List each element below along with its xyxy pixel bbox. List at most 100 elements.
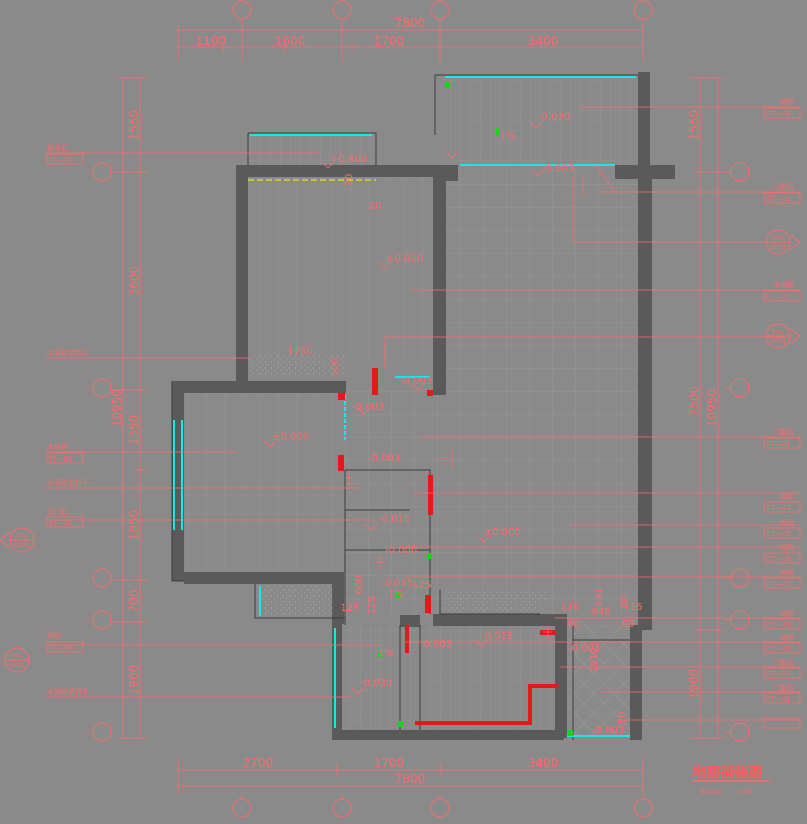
axis-bubbles bbox=[92, 0, 750, 818]
inner-dim: 1750 bbox=[287, 346, 312, 357]
axis-bubble bbox=[92, 610, 112, 630]
elevation-label: -0.003 bbox=[568, 643, 600, 654]
elevation-labels: -0.030 +0.400 -0.003 ±0.000 -0.003 -0.00… bbox=[272, 112, 624, 736]
annotation-lines bbox=[45, 20, 800, 800]
wall-bedroom1-right bbox=[433, 165, 446, 395]
inner-dim: 116 bbox=[560, 602, 579, 613]
tag-name: 地砖 bbox=[47, 631, 61, 640]
wall-bedroom1-bottom bbox=[236, 381, 346, 393]
tag-code: ST—01 bbox=[49, 519, 74, 527]
elevation-label: ±0.000 bbox=[386, 253, 423, 264]
wall-service-right bbox=[630, 625, 642, 740]
axis-bubble bbox=[332, 0, 352, 20]
inner-dim: 1910 bbox=[589, 647, 600, 672]
elevation-label: -0.030 bbox=[538, 112, 570, 123]
top-dim-segment: 1700 bbox=[374, 34, 405, 48]
elevation-label: +0.400 bbox=[330, 154, 367, 165]
tag-code: CT—01 bbox=[766, 645, 791, 653]
elevation-label: -0.015 bbox=[381, 578, 413, 589]
inner-dim: 125 bbox=[367, 595, 378, 614]
slope-label: 1% bbox=[500, 131, 516, 142]
floor-fills bbox=[185, 80, 638, 735]
view-bubble-top: F02 bbox=[16, 533, 27, 540]
left-dim-segment: 1350 bbox=[127, 415, 141, 446]
inner-dim: 125 bbox=[412, 580, 431, 591]
door-jamb bbox=[425, 595, 431, 613]
elevation-label: ±0.000 bbox=[484, 527, 521, 538]
inner-dim: 60 bbox=[619, 596, 630, 609]
top-dimensions: 7800 1100 1600 1700 3400 bbox=[196, 16, 559, 48]
tag-name: 地砖 bbox=[780, 633, 794, 642]
left-dim-segment: 3600 bbox=[127, 266, 141, 297]
inner-dim: 500 bbox=[330, 357, 341, 376]
axis-bubble bbox=[92, 378, 112, 398]
axis-bubble bbox=[730, 378, 750, 398]
right-dim-segment: 1550 bbox=[687, 110, 701, 141]
right-dim-segment: 7500 bbox=[687, 386, 701, 417]
elevation-label: -0.003 bbox=[592, 725, 624, 736]
elevation-marks bbox=[263, 121, 545, 695]
view-bubble-top: F01 bbox=[11, 653, 22, 660]
view-bubble-bottom: OF03 bbox=[770, 244, 786, 251]
view-bubble-bottom: OF04 bbox=[770, 338, 786, 345]
slope-label: 1% bbox=[378, 648, 394, 659]
cement-strip-2 bbox=[258, 585, 333, 615]
tag-name: 水泥砂浆找平 bbox=[47, 687, 89, 696]
wall-top-balcony-right bbox=[638, 72, 650, 167]
axis-bubble bbox=[232, 798, 252, 818]
bottom-dimensions: 2700 1700 3400 7800 bbox=[243, 756, 559, 786]
inner-dim: 141 bbox=[594, 587, 605, 606]
view-bubble-top: F03 bbox=[772, 235, 783, 242]
elevation-label: -0.003 bbox=[352, 402, 384, 413]
right-dim-total: 10950 bbox=[705, 389, 719, 427]
axis-bubble bbox=[232, 0, 252, 20]
left-dimensions: 1550 3600 1350 1850 700 1900 10950 bbox=[110, 110, 141, 696]
top-dim-segment: 1100 bbox=[196, 34, 227, 48]
left-material-tags: 窗台石 ST—02 水泥砂浆找平 木地板 FL—01 水泥砂浆找平 过门石 ST… bbox=[47, 143, 89, 696]
wall-bath-top bbox=[433, 614, 558, 626]
drawing-title: 地面铺装图 bbox=[692, 764, 762, 781]
inner-dim: 50 bbox=[617, 712, 628, 725]
walls bbox=[172, 72, 675, 740]
bottom-dim-total: 7800 bbox=[395, 772, 426, 786]
cement-strip-1 bbox=[248, 355, 348, 375]
axis-bubble bbox=[730, 722, 750, 742]
tag-code: CT—04 bbox=[766, 504, 792, 512]
tag-name: 地砖 bbox=[780, 543, 794, 552]
view-bubble-top: F04 bbox=[772, 329, 783, 336]
slope-labels: 1% 1% 1% bbox=[378, 131, 516, 659]
door-jamb bbox=[338, 455, 344, 471]
cement-strip-3 bbox=[445, 590, 545, 615]
door-jamb bbox=[427, 390, 433, 396]
tag-code: ST—01 bbox=[766, 195, 791, 203]
scale-value: 1:50 bbox=[737, 788, 753, 796]
elevation-label: -0.003 bbox=[400, 376, 432, 387]
axis-bubble bbox=[92, 722, 112, 742]
axis-bubble bbox=[92, 568, 112, 588]
right-material-tags: 地砖 CT—06 门槛石 ST—01 木地板 FL—01 门槛石 ST—01 地… bbox=[766, 97, 794, 703]
tag-name: 地砖 bbox=[780, 568, 794, 577]
wall-right-exterior bbox=[638, 165, 652, 630]
inner-dim: 60 bbox=[622, 619, 635, 630]
wall-bath-bottom bbox=[332, 730, 564, 740]
left-dim-segment: 1850 bbox=[127, 510, 141, 541]
bedroom1-plank bbox=[248, 175, 433, 365]
door-jamb bbox=[405, 625, 409, 653]
inner-dim: 125 bbox=[340, 603, 359, 614]
door-jamb bbox=[338, 393, 345, 400]
tag-code: CT—06 bbox=[766, 110, 792, 118]
tag-code: ST—01 bbox=[766, 440, 791, 448]
wall-bath-left bbox=[332, 622, 342, 740]
elevation-label: -0.030 bbox=[360, 678, 392, 689]
drain-markers bbox=[378, 82, 573, 736]
tag-code: CT—05 bbox=[766, 530, 791, 538]
bottom-dim-segment: 3400 bbox=[528, 756, 559, 770]
axis-bubble bbox=[92, 162, 112, 182]
drain-marker bbox=[445, 82, 450, 88]
inner-dim: 116 bbox=[623, 602, 642, 613]
axis-bubble bbox=[430, 0, 450, 20]
view-bubbles bbox=[0, 229, 801, 673]
tag-name: 门槛石 bbox=[773, 658, 794, 667]
wall-bath-block bbox=[400, 615, 420, 627]
inner-dim: 20 bbox=[369, 201, 382, 212]
